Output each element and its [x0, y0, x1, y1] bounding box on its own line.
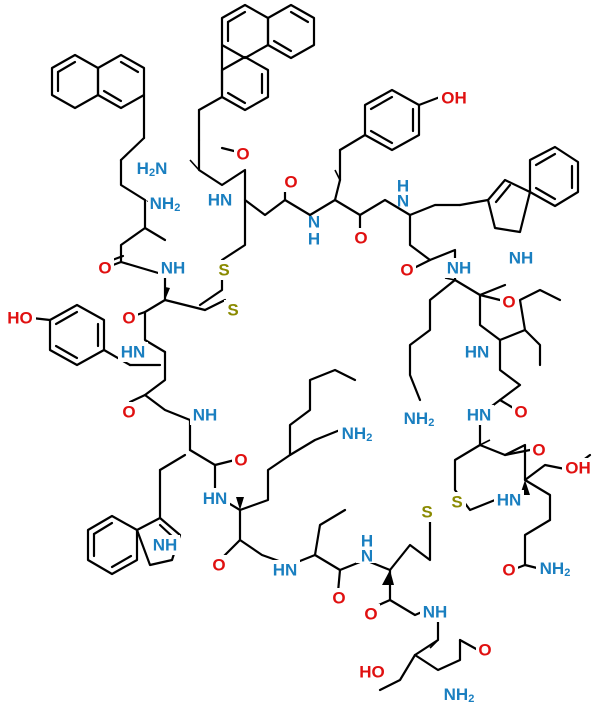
naphthalene-left	[50, 53, 146, 162]
oxygen-label: O	[514, 403, 527, 422]
amide-hn-label: HN	[497, 491, 522, 510]
oxygen-label: O	[364, 605, 377, 624]
hydroxyl-label: HO	[7, 309, 33, 328]
oxygen-label: O	[478, 641, 491, 660]
amide-h-label: H	[308, 230, 320, 249]
amide-nh-label: NH	[447, 259, 472, 278]
sulfur-label: S	[421, 503, 432, 522]
sulfur-label: S	[218, 261, 229, 280]
hydroxyl-label: OH	[565, 459, 591, 478]
amide-nh-label: NH	[193, 406, 218, 425]
lysine-amine-label: NH2	[404, 409, 435, 430]
indole-top-right	[458, 145, 580, 234]
amide-nh-label: HN	[121, 343, 146, 362]
oxygen-label: O	[212, 556, 225, 575]
indole-bottom-left	[86, 453, 187, 576]
amide-hn-label: HN	[273, 561, 298, 580]
amide-hn-label: HN	[465, 343, 490, 362]
oxygen-label: O	[332, 589, 345, 608]
stereo-bonds	[145, 159, 530, 649]
indole-nh-label: NH	[153, 536, 178, 555]
oxygen-label: O	[122, 309, 135, 328]
tyrosine-ring-top	[338, 88, 442, 182]
amide-nh2-label: NH2	[444, 685, 475, 706]
atom-labels: NH2 H2N O O O O O O O O O O O O O O O	[4, 88, 594, 705]
amide-hn-label: H	[397, 177, 409, 196]
oxygen-label: O	[502, 561, 515, 580]
oxygen-label: O	[532, 441, 545, 460]
amide-hn-label: HN	[467, 406, 492, 425]
amide-hn-label: N	[397, 192, 409, 211]
lysine-amine-label: NH2	[342, 424, 373, 445]
amide-nh2-label: NH2	[540, 559, 571, 580]
sulfur-label: S	[227, 301, 238, 320]
amide-nh-label: NH	[161, 259, 186, 278]
indole-nh-label: NH	[509, 249, 534, 268]
amide-n-label: N	[361, 547, 373, 566]
oxygen-label: O	[400, 261, 413, 280]
oxygen-label: O	[236, 145, 249, 164]
oxygen-label: O	[98, 259, 111, 278]
amide-n-label: N	[308, 213, 320, 232]
hydroxyl-label: OH	[441, 89, 467, 108]
naphthalene-top-lower	[197, 55, 270, 142]
oxygen-label: O	[502, 293, 515, 312]
amide-hn-label: HN	[203, 489, 228, 508]
amide-nh-label: HN	[208, 191, 233, 210]
oxygen-label: O	[284, 173, 297, 192]
amide-nh-label: NH	[423, 603, 448, 622]
oxygen-label: O	[354, 229, 367, 248]
oxygen-label: O	[122, 403, 135, 422]
hydroxyl-label: HO	[359, 663, 385, 682]
amide-h-label: H	[361, 532, 373, 551]
sulfur-label: S	[451, 493, 462, 512]
tyrosine-ring-left	[30, 303, 162, 367]
amine-label: H2N	[137, 159, 168, 180]
amine-label: NH2	[150, 194, 181, 215]
oxygen-label: O	[234, 451, 247, 470]
